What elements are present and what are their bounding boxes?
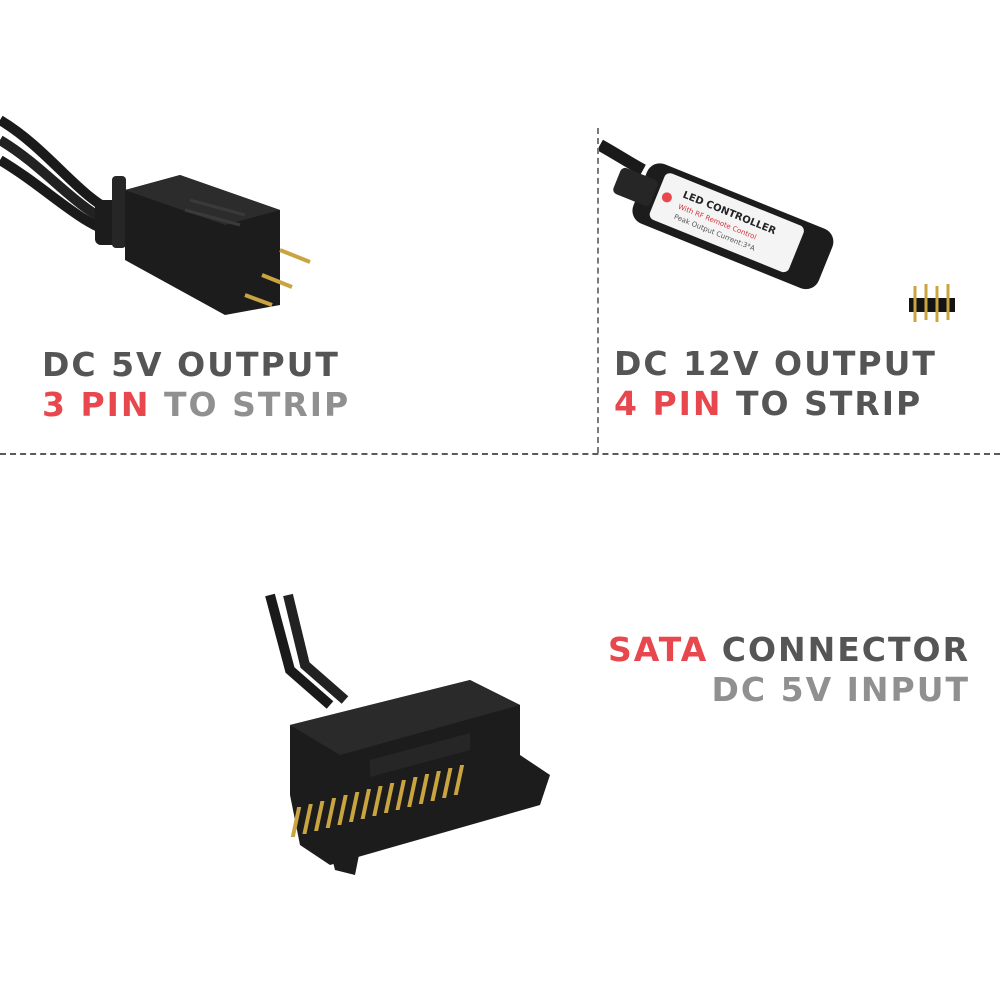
caption-rest: TO STRIP	[150, 385, 351, 424]
panel-sata-input: SATA CONNECTOR DC 5V INPUT	[0, 455, 1000, 1000]
vertical-divider	[597, 128, 599, 453]
caption-rest: CONNECTOR	[708, 630, 970, 669]
caption-3pin: DC 5V OUTPUT 3 PIN TO STRIP	[42, 345, 350, 425]
led-controller-icon: LED CONTROLLER With RF Remote Control Pe…	[597, 139, 834, 290]
caption-rest: TO STRIP	[722, 384, 923, 423]
sata-connector-icon	[265, 593, 550, 875]
caption-highlight: 4 PIN	[614, 384, 723, 423]
3-pin-connector-icon	[0, 115, 311, 315]
caption-4pin: DC 12V OUTPUT 4 PIN TO STRIP	[614, 344, 937, 424]
caption-line2: DC 5V INPUT	[711, 670, 970, 709]
panel-4pin-output: LED CONTROLLER With RF Remote Control Pe…	[597, 0, 1000, 455]
panel-3pin-output: DC 5V OUTPUT 3 PIN TO STRIP	[0, 0, 598, 455]
horizontal-divider	[0, 453, 1000, 455]
4-pin-header-icon	[909, 284, 955, 322]
caption-line1: DC 12V OUTPUT	[614, 344, 937, 383]
caption-highlight: 3 PIN	[42, 385, 151, 424]
caption-highlight: SATA	[608, 630, 709, 669]
caption-line1: DC 5V OUTPUT	[42, 345, 340, 384]
caption-sata: SATA CONNECTOR DC 5V INPUT	[608, 630, 970, 710]
